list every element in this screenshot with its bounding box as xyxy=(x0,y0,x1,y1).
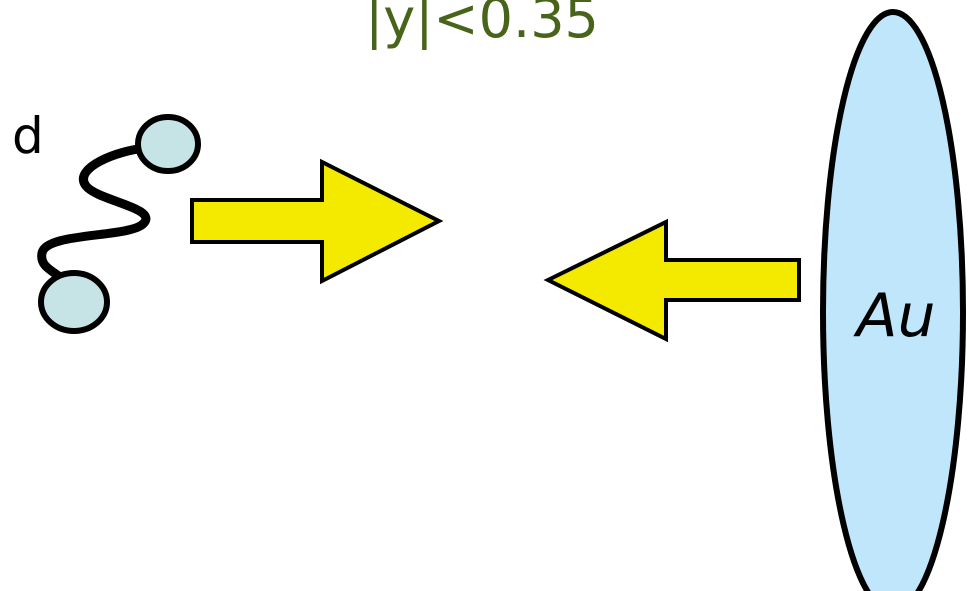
arrow-right xyxy=(190,158,444,285)
gold-nucleus: Au xyxy=(820,9,966,591)
gold-nucleus-shape xyxy=(820,9,966,591)
arrow-left xyxy=(543,218,801,343)
deuteron-label: d xyxy=(12,107,44,165)
deuteron-binding-string xyxy=(37,143,152,289)
deuteron-nucleon-upper xyxy=(135,114,201,174)
deuteron-nucleon-lower xyxy=(38,270,110,334)
rapidity-cut-title: |y|<0.35 xyxy=(365,0,599,50)
gold-nucleus-label: Au xyxy=(852,281,935,351)
deuteron: d xyxy=(12,107,201,334)
